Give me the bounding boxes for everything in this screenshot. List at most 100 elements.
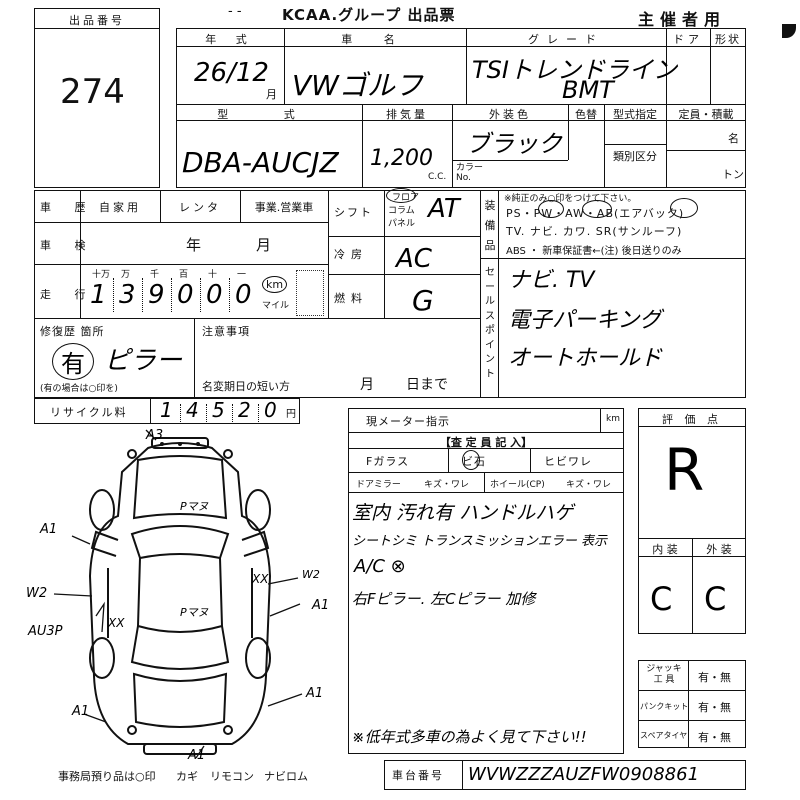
header-mark: - - [228,4,242,19]
mileage-digit: 9 [148,280,165,310]
inspector-note-4: 右Fピラー. 左Cピラー 加修 [352,590,536,608]
history-rental[interactable]: レンタ [179,201,221,214]
recycle-fee-divider [258,404,259,422]
score-label: 評 価 点 [662,413,722,426]
mileage-digit-label: 十万 [92,270,111,280]
interior-score: C [650,580,673,618]
chassis-number-row [384,760,746,790]
mile-unit: マイル [262,301,290,311]
repair-history-label: 修復歴 箇所 [40,325,105,338]
puncture-kit-label: パンクキット [640,702,689,711]
jack-value[interactable]: 有・無 [698,671,731,684]
chassis-number-label: 車台番号 [392,769,444,782]
shape-label: 形状 [715,33,741,46]
grade-label: グレード [528,33,604,46]
damage-mark-w2-left: W2 [26,586,48,601]
sales-point-2: 電子パーキング [508,308,662,333]
history-private[interactable]: 自家用 [99,201,141,214]
organizer-label: 主催者用 [638,10,727,29]
chassis-number-value: WVWZZZAUZFW0908861 [468,764,700,785]
name-change-day: 日まで [406,377,448,393]
class-label: 類別区分 [613,150,657,163]
recycle-fee-divider [206,404,207,422]
car-name-label: 車 名 [341,33,409,46]
score-value: R [664,436,705,504]
ac-value: AC [396,244,432,274]
name-change-month: 月 [360,377,374,393]
spare-tire-label: スペアタイヤ [640,731,688,740]
wheel-options: キズ・ワレ [566,480,612,490]
equipment-side-label: 装備品 [484,199,496,252]
tools-box [638,660,746,748]
exterior-label: 外 装 [706,543,732,556]
repair-history-value: 有 [52,343,94,380]
color-number-label: カラー No. [456,163,484,183]
windshield-label: Fガラス [366,455,410,468]
lot-number-box [34,8,160,188]
car-name-value: VWゴルフ [292,69,423,102]
recycle-fee-digit: 1 [160,398,173,422]
spare-tire-value[interactable]: 有・無 [698,731,731,744]
shift-value: AT [428,194,460,224]
remote-item: リモコン [210,770,254,783]
model-value: DBA-AUCJZ [182,146,339,179]
fuel-value: G [412,284,434,317]
damage-mark-a1-bottom: A1 [72,704,90,719]
door-mirror-options: キズ・ワレ [424,480,470,490]
mileage-label: 走 行 [40,288,96,301]
mileage-digit: 1 [90,280,107,310]
inspector-note-1: 室内 汚れ有 ハンドルハゲ [352,502,574,524]
inspector-section [348,408,624,754]
repair-location: ピラー [104,346,183,376]
inspector-note-2: シートシミ トランスミッションエラー 表示 [352,534,608,549]
inspector-note-5: ※低年式多車の為よく見て下さい!! [352,728,587,746]
sales-point-3: オートホールド [508,346,663,371]
capacity-label: 定員・積載 [678,108,734,121]
inspector-note-3: A/C ⊗ [354,556,406,577]
mileage-digit: 0 [206,280,223,310]
month-unit: 月 [266,88,277,101]
paint-change-label: 色替 [575,108,597,121]
displacement-label: 排気量 [386,108,428,121]
history-business[interactable]: 事業.営業車 [254,201,314,214]
equipment-row2: TV. ナビ. カワ. SR(サンルーフ) [506,225,683,238]
jack-label: ジャッキ 工 具 [646,664,682,685]
wheel-label: ホイール(CP) [490,480,545,490]
lot-number-label: 出品番号 [69,14,125,27]
mileage-digit: 0 [177,280,194,310]
caution-label: 注意事項 [202,325,250,338]
damage-mark-xx-left: XX [108,616,125,630]
door-label: ドア [673,33,703,46]
meter-unit: km [606,414,620,424]
equipment-row3: ABS ・ 新車保証書←(注) 後日送りのみ [506,246,682,257]
meter-label: 現メーター指示 [366,415,450,428]
mileage-digit-label: 万 [121,270,131,280]
damage-mark-a1-left: A1 [40,522,58,537]
ac-label: 冷房 [334,248,368,261]
recycle-fee-digit: 5 [212,398,225,422]
year-value: 26/12 [194,58,269,88]
history-label: 車 歴 [40,201,96,214]
recycle-fee-digit: 2 [238,398,251,422]
navi-rom-item: ナビロム [264,770,308,783]
recycle-fee-row [34,398,300,424]
type-spec-label: 型式指定 [613,108,657,121]
damage-mark-a3: A3 [146,428,164,443]
sales-point-label: セールスポイント [485,267,495,380]
shift-label: シフト [334,206,373,219]
damage-mark-w2-right: W2 [302,568,320,581]
mileage-digit-divider [113,278,114,312]
sales-point-1: ナビ. TV [508,268,595,293]
model-label: 型 式 [217,108,321,121]
puncture-kit-value[interactable]: 有・無 [698,701,731,714]
year-label: 年 式 [205,33,255,46]
repair-note: (有の場合は○印を) [40,384,118,394]
mileage-digit-label: 十 [208,270,218,280]
exterior-color-label: 外装色 [489,108,531,121]
office-note: 事務局預り品は○印 [58,770,156,783]
mileage-digit: 3 [119,280,136,310]
damage-mark-p-mid: Pマヌ [180,606,209,619]
equipment-note: ※純正のみ○印をつけて下さい。 [504,194,637,204]
damage-mark-a1-right1: A1 [312,598,330,613]
recycle-fee-divider [232,404,233,422]
